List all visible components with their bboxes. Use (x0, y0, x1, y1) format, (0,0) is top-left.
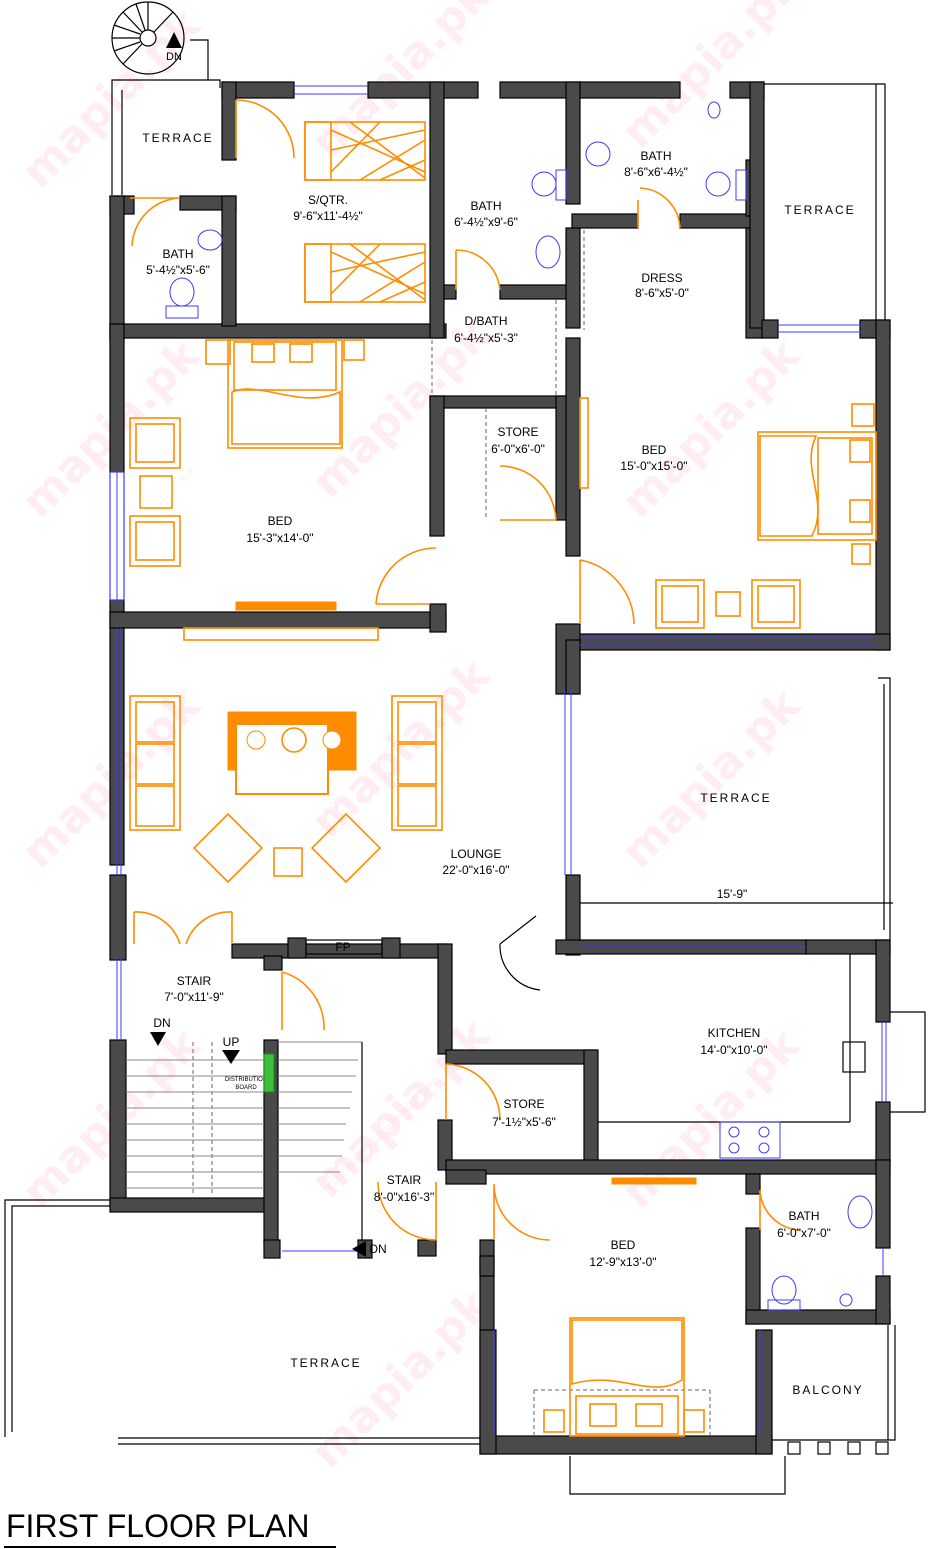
label-balcony: BALCONY (792, 1383, 863, 1397)
watermark-text: mapia.pk (302, 1278, 501, 1477)
tv-console (183, 627, 379, 641)
center-table (227, 711, 357, 795)
label-terrace-top-left: TERRACE (142, 131, 213, 145)
size-store-top: 6'-0"x6'-0" (491, 442, 545, 456)
title-underline (4, 1546, 336, 1548)
label-terrace-bottom: TERRACE (290, 1356, 361, 1370)
size-kitchen: 14'-0"x10'-0" (700, 1043, 767, 1057)
dimension-terrace-middle: 15'-9" (717, 887, 748, 901)
dn-arrow-icon (150, 1032, 166, 1046)
floor-plan: mapia.pk mapia.pk mapia.pk mapia.pk mapi… (4, 0, 926, 1495)
label-bath-center: BATH (470, 199, 501, 213)
double-bed (543, 1317, 705, 1437)
label-store-bottom: STORE (503, 1097, 544, 1111)
dn-arrow-icon (352, 1241, 366, 1257)
tv-unit (611, 1177, 697, 1185)
size-dress: 8'-6"x5'-0" (635, 286, 689, 300)
wardrobe (579, 397, 589, 489)
size-bath-top-right: 8'-6"x6'-4½" (624, 165, 688, 179)
size-stair-center: 8'-0"x16'-3" (374, 1190, 434, 1204)
kitchen-counter (598, 954, 866, 1159)
label-store-top: STORE (497, 425, 538, 439)
spiral-dn-label: DN (166, 51, 182, 63)
stair-left: DN UP DISTRIBUTION BOARD (126, 1016, 275, 1189)
stair-center: DN (278, 1041, 387, 1257)
dashed-lines (192, 230, 711, 1436)
single-bed (304, 243, 426, 303)
label-bath-bottom-right: BATH (788, 1209, 819, 1223)
label-dbath: D/BATH (464, 314, 507, 328)
double-bed (757, 403, 877, 565)
page-title: FIRST FLOOR PLAN (6, 1508, 310, 1544)
size-bath-top-left: 5'-4½"x5'-6" (146, 263, 210, 277)
size-servant-quarter: 9'-6"x11'-4½" (293, 209, 363, 223)
label-bath-top-right: BATH (640, 149, 671, 163)
watermark-text: mapia.pk (612, 678, 811, 877)
label-bed-right: BED (642, 443, 667, 457)
watermark-text: mapia.pk (612, 328, 811, 527)
size-store-bottom: 7'-1½"x5'-6" (492, 1115, 556, 1129)
spiral-stair: DN (111, 1, 185, 75)
stair-left-up-label: UP (223, 1035, 240, 1049)
windows (109, 85, 887, 1436)
label-kitchen: KITCHEN (708, 1026, 761, 1040)
size-bath-bottom-right: 6'-0"x7'-0" (777, 1226, 831, 1240)
sofa (129, 695, 443, 831)
size-dbath: 6'-4½"x5'-3" (454, 331, 518, 345)
watermark-text: mapia.pk (612, 0, 811, 158)
label-terrace-top-right: TERRACE (784, 203, 855, 217)
outline-lines (4, 39, 926, 1495)
distribution-board (263, 1053, 275, 1093)
stair-center-dn-label: DN (369, 1242, 386, 1256)
distribution-board-label: BOARD (235, 1085, 257, 1091)
size-bed-left: 15'-3"x14'-0" (246, 531, 313, 545)
label-dress: DRESS (641, 271, 682, 285)
sanitary-fixtures (165, 101, 873, 1311)
fireplace (305, 939, 383, 955)
dn-arrow-icon (166, 32, 182, 48)
label-servant-quarter: S/QTR. (308, 193, 348, 207)
label-bed-bottom: BED (611, 1238, 636, 1252)
room-labels: TERRACE BATH 5'-4½"x5'-6" S/QTR. 9'-6"x1… (142, 131, 863, 1397)
walls (109, 81, 891, 1455)
distribution-board-label: DISTRIBUTION (225, 1077, 267, 1083)
armchair (129, 417, 181, 567)
doors (130, 99, 801, 1241)
armchair (655, 579, 801, 629)
label-lounge: LOUNGE (451, 847, 502, 861)
up-arrow-icon (222, 1050, 240, 1064)
label-stair-center: STAIR (387, 1173, 422, 1187)
label-bed-left: BED (268, 514, 293, 528)
furniture (129, 101, 889, 1455)
size-lounge: 22'-0"x16'-0" (442, 863, 509, 877)
label-bath-top-left: BATH (162, 247, 193, 261)
tv-unit (235, 601, 337, 611)
balcony-railing (787, 1441, 889, 1455)
size-bed-bottom: 12'-9"x13'-0" (589, 1255, 656, 1269)
label-stair-left: STAIR (177, 974, 212, 988)
size-stair-left: 7'-0"x11'-9" (164, 990, 224, 1004)
label-terrace-middle: TERRACE (700, 791, 771, 805)
size-bed-right: 15'-0"x15'-0" (620, 459, 687, 473)
label-fireplace: FP (335, 940, 350, 954)
size-bath-center: 6'-4½"x9'-6" (454, 215, 518, 229)
single-bed (304, 121, 426, 181)
armchair (192, 812, 382, 884)
stair-left-dn-label: DN (153, 1016, 170, 1030)
double-bed (205, 339, 365, 449)
